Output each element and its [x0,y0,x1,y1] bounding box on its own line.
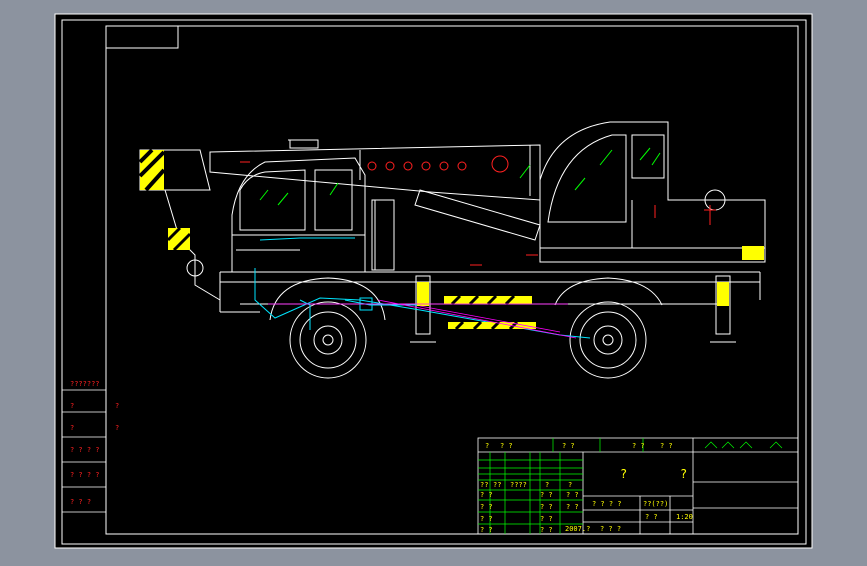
left-strip-row5: ? ? ? ? [70,471,100,479]
tb-row-b3: ? ? [566,491,579,499]
tb-mid-c: ? ? [645,513,658,521]
tb-big-left: ? [620,467,627,481]
tb-top-right-b: ? ? [632,442,645,450]
tb-scale: 1:20 [676,513,693,521]
tb-mid-a: ? ? ? ? [592,500,622,508]
canvas [54,13,813,549]
left-strip-row3a: ? [70,424,74,432]
tb-date: 2007.? [565,525,590,533]
tb-row-c2: ? ? [540,503,553,511]
left-strip [62,389,106,513]
title-block-text: ? ? ? ? ? ? ? ? ? ? ? ?? ?? ???? ? ? ? ?… [480,442,693,534]
front-wheel [289,301,367,379]
left-strip-row2a: ? [70,402,74,410]
hazard-stripes [138,148,764,329]
wheel-arch [269,277,663,321]
title-block [477,437,799,535]
tb-top-right-c: ? ? [660,442,673,450]
boom-cylinder [371,189,541,271]
centerlines [268,299,577,339]
window-glints [259,147,661,206]
title-block-symbols [704,441,783,449]
tb-row-c1: ? ? [480,503,493,511]
tb-row-a1: ?? [480,481,488,489]
tb-row-a4: ? [545,481,549,489]
tb-row-b1: ? ? [480,491,493,499]
tb-bottom-a: ? ? ? [600,525,621,533]
tb-row-a2: ?? [493,481,501,489]
tb-mid-d: ? ? [540,526,553,534]
tb-row-d2: ? ? [540,515,553,523]
title-block-grid [478,438,644,534]
left-strip-row2b: ? [115,402,119,410]
tb-top-right-a: ? ? [562,442,575,450]
tb-top-mid: ? ? [500,442,513,450]
truck-crane-drawing [139,121,766,379]
boom-red-circles [240,155,716,266]
outriggers [410,275,736,343]
left-strip-text: ??????? ? ? ? ? ? ? ? ? ? ? ? ? ? ? ? [70,380,119,506]
tb-big-right: ? [680,467,687,481]
tb-row-c3: ? ? [566,503,579,511]
tb-row-a3: ???? [510,481,527,489]
left-strip-row6: ? ? ? [70,498,91,506]
left-strip-row4: ? ? ? ? [70,446,100,454]
outer-frame [61,19,807,545]
operator-cab [539,121,766,263]
tb-row-a5: ? [568,481,572,489]
tb-row-b2: ? ? [540,491,553,499]
tb-mid-b: ??(??) [643,500,668,508]
left-strip-row1: ??????? [70,380,100,388]
inner-frame [105,25,799,535]
tb-row-d3: ? ? [480,526,493,534]
rear-wheel [569,301,647,379]
tb-top-left: ? [485,442,489,450]
left-strip-row3b: ? [115,424,119,432]
corner-label-box [105,25,179,49]
boom [209,139,541,201]
tb-row-d1: ? ? [480,515,493,523]
